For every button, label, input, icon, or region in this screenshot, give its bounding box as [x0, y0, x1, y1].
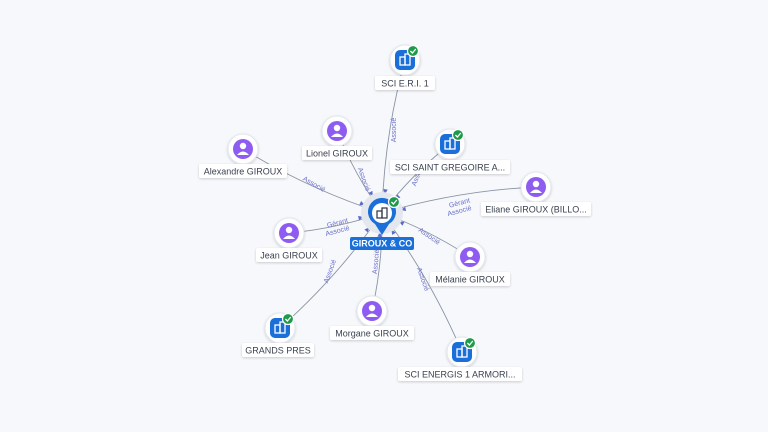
verified-check-icon [387, 195, 401, 209]
verified-check-icon [406, 44, 420, 58]
node-label: Jean GIROUX [260, 251, 318, 261]
node-label-bg [242, 343, 314, 357]
node-sci-energis[interactable]: SCI ENERGIS 1 ARMORI... [398, 336, 522, 381]
node-label: Lionel GIROUX [306, 149, 368, 159]
node-label-bg [199, 164, 287, 178]
center-label: GIROUX & CO [352, 239, 413, 249]
node-label-bg [256, 248, 322, 262]
edge-label: Associé [372, 249, 381, 274]
person-icon [327, 121, 347, 141]
center-label-bg [350, 237, 414, 250]
node-label-bg [430, 272, 510, 286]
node-label: SCI ENERGIS 1 ARMORI... [404, 370, 515, 380]
node-label-bg [330, 326, 414, 340]
node-melanie[interactable]: Mélanie GIROUX [430, 241, 510, 286]
node-morgane[interactable]: Morgane GIROUX [330, 295, 414, 340]
node-grands-pres[interactable]: GRANDS PRES [242, 312, 314, 357]
person-icon [279, 223, 299, 243]
person-icon [233, 139, 253, 159]
person-icon [460, 247, 480, 267]
node-label-bg [302, 146, 372, 160]
node-label-bg [481, 202, 591, 216]
node-label: SCI SAINT GREGOIRE A... [395, 163, 505, 173]
node-eliane[interactable]: Eliane GIROUX (BILLO... [481, 171, 591, 216]
edge-label: Associé [415, 267, 430, 293]
node-sci-saint-gregoire[interactable]: SCI SAINT GREGOIRE A... [390, 128, 510, 174]
node-sci-eri[interactable]: SCI E.R.I. 1 [375, 44, 435, 90]
node-label: Eliane GIROUX (BILLO... [485, 205, 587, 215]
verified-check-icon [463, 336, 477, 350]
edge-arrow [377, 231, 382, 238]
node-label: GRANDS PRES [245, 346, 311, 356]
node-label: Mélanie GIROUX [435, 275, 505, 285]
edge-label: Associé [417, 227, 441, 247]
node-label-bg [390, 160, 510, 174]
nodes-layer: SCI E.R.I. 1 Lionel GIROUX SCI SAINT GREGO… [199, 44, 591, 381]
node-label-bg [398, 367, 522, 381]
node-label: Alexandre GIROUX [204, 167, 283, 177]
person-icon [526, 177, 546, 197]
center-node[interactable]: GIROUX & CO [350, 192, 414, 250]
node-alexandre[interactable]: Alexandre GIROUX [199, 133, 287, 178]
edge-label: Associé [301, 176, 326, 194]
node-label: Morgane GIROUX [335, 329, 409, 339]
node-label: SCI E.R.I. 1 [381, 79, 429, 89]
edge-label: Associé [391, 118, 398, 143]
node-lionel[interactable]: Lionel GIROUX [302, 115, 372, 160]
building-icon [376, 207, 388, 219]
person-icon [362, 301, 382, 321]
node-label-bg [375, 76, 435, 90]
edge-label: Associé [356, 167, 371, 193]
node-jean[interactable]: Jean GIROUX [256, 217, 322, 262]
verified-check-icon [451, 128, 465, 142]
verified-check-icon [281, 312, 295, 326]
